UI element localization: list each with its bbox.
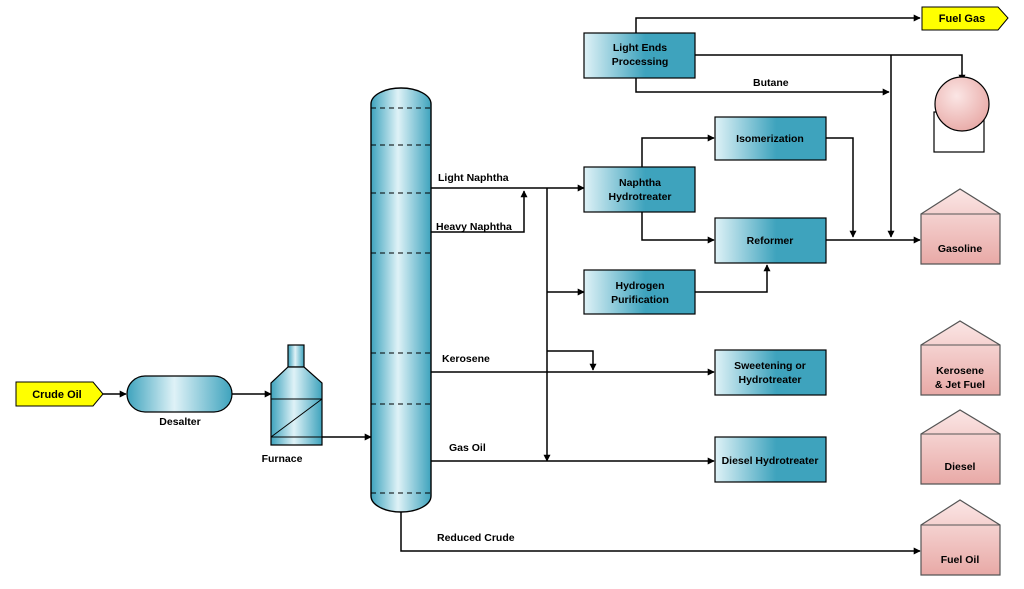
butane-sphere-storage: [933, 76, 990, 153]
kerosene-jet-fuel-tank: Kerosene & Jet Fuel: [920, 320, 1001, 396]
gasoline-tank: Gasoline: [920, 188, 1001, 265]
diesel-label: Diesel: [945, 461, 976, 473]
hydrogen-purification-label-line1: Hydrogen: [615, 280, 664, 292]
reduced-crude-label: Reduced Crude: [437, 532, 515, 544]
stream-labels: Light Naphtha Heavy Naphtha Kerosene Gas…: [436, 77, 789, 544]
light-ends-label-line1: Light Ends: [613, 42, 667, 54]
naphtha-hydrotreater-label-line1: Naphtha: [619, 177, 661, 189]
light-ends-label-line2: Processing: [612, 56, 669, 68]
sweetening-hydrotreater-box: Sweetening or Hydrotreater: [714, 349, 827, 396]
diesel-tank: Diesel: [920, 409, 1001, 485]
kerosene-stream-label: Kerosene: [442, 353, 490, 365]
fuel-oil-tank: Fuel Oil: [920, 499, 1001, 576]
furnace-label: Furnace: [262, 453, 303, 465]
diesel-hydrotreater-box: Diesel Hydrotreater: [714, 436, 827, 483]
gasoline-label: Gasoline: [938, 243, 983, 255]
desalter-label: Desalter: [159, 416, 200, 428]
isomerization-box: Isomerization: [714, 116, 827, 161]
fuel-gas-label: Fuel Gas: [939, 13, 985, 25]
light-ends-processing-box: Light Ends Processing: [583, 32, 696, 79]
diesel-hydrotreater-label: Diesel Hydrotreater: [722, 455, 819, 467]
heavy-naphtha-label: Heavy Naphtha: [436, 221, 512, 233]
naphtha-hydrotreater-label-line2: Hydrotreater: [608, 191, 671, 203]
hydrogen-purification-label-line2: Purification: [611, 294, 669, 306]
furnace: Furnace: [262, 344, 323, 465]
kerosene-product-label-line2: & Jet Fuel: [935, 379, 985, 391]
kerosene-product-label-line1: Kerosene: [936, 365, 984, 377]
hydrogen-purification-box: Hydrogen Purification: [583, 269, 696, 315]
isomerization-label: Isomerization: [736, 133, 804, 145]
gas-oil-label: Gas Oil: [449, 442, 486, 454]
naphtha-hydrotreater-box: Naphtha Hydrotreater: [583, 166, 696, 213]
light-naphtha-label: Light Naphtha: [438, 172, 509, 184]
distillation-column: [370, 87, 432, 513]
butane-label: Butane: [753, 77, 789, 89]
reformer-label: Reformer: [747, 235, 794, 247]
sweetening-label-line2: Hydrotreater: [738, 374, 801, 386]
reformer-box: Reformer: [714, 217, 827, 264]
crude-oil-label: Crude Oil: [32, 389, 82, 401]
fuel-oil-label: Fuel Oil: [941, 554, 980, 566]
fuel-gas-flag: Fuel Gas: [921, 6, 1009, 31]
desalter: Desalter: [126, 375, 233, 428]
crude-oil-flag: Crude Oil: [15, 381, 104, 407]
flow-lines: [103, 14, 966, 555]
sweetening-label-line1: Sweetening or: [734, 360, 806, 372]
